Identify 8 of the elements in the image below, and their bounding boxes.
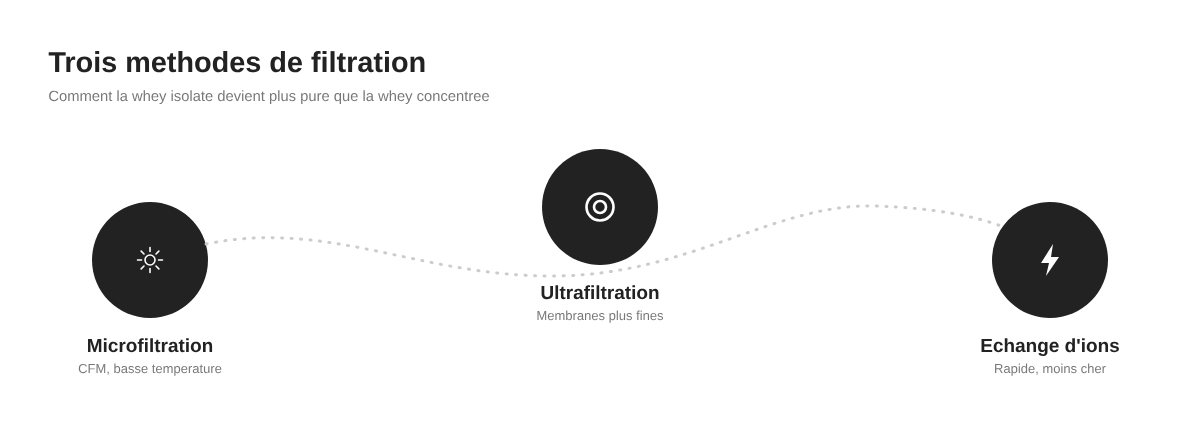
step-description: CFM, basse temperature xyxy=(78,363,222,376)
title: Trois methodes de filtration xyxy=(48,51,425,73)
step-title: Microfiltration xyxy=(88,338,213,353)
step-description: Membranes plus fines xyxy=(537,310,664,323)
subtitle: Comment la whey isolate devient plus pure que la whey concentree xyxy=(49,90,489,105)
step-title: Ultrafiltration xyxy=(541,285,659,300)
step-description: Rapide, moins cher xyxy=(995,363,1106,376)
step-title: Echange d'ions xyxy=(981,338,1119,357)
